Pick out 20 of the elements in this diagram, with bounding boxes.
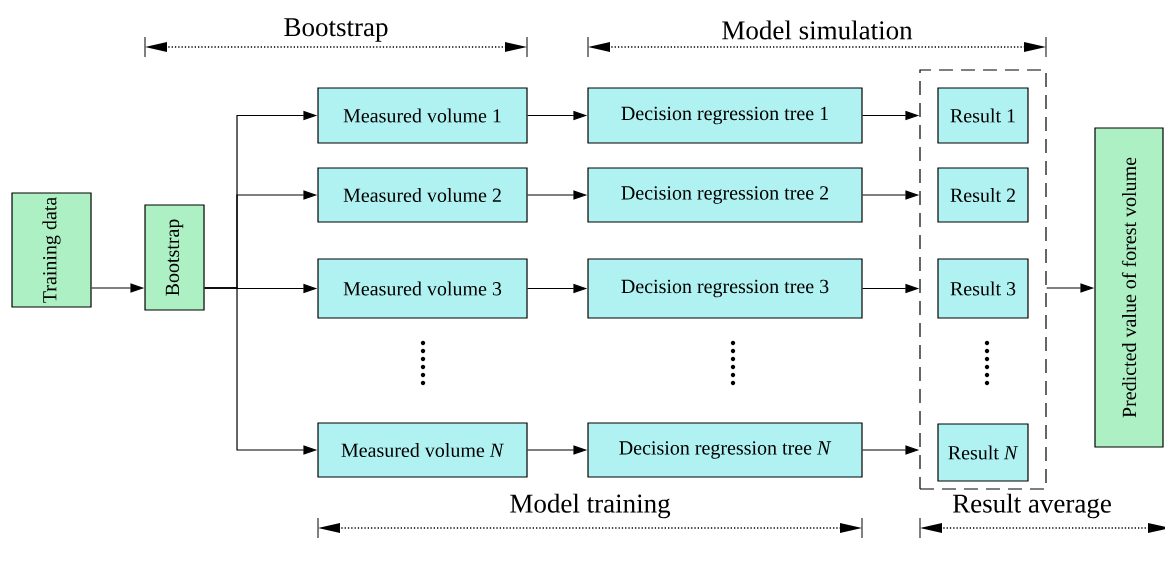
process-box: Decision regression tree N	[587, 422, 863, 478]
section-label: Model training	[510, 493, 671, 519]
process-box: Measured volume 1	[317, 87, 528, 144]
result-box: Result 2	[937, 167, 1029, 223]
process-box: Measured volume 2	[317, 167, 528, 223]
process-box: Decision regression tree 3	[587, 258, 863, 319]
group-box	[919, 69, 1047, 490]
section-label: Result average	[952, 493, 1111, 519]
process-box: Measured volume N	[317, 422, 528, 478]
output-box: Predicted value of forest volume	[1094, 127, 1164, 448]
result-box: Result 3	[937, 258, 1029, 319]
section-label: Bootstrap	[284, 18, 388, 42]
process-box: Bootstrap	[144, 204, 205, 311]
process-box: Measured volume 3	[317, 258, 528, 319]
result-box: Result 1	[937, 87, 1029, 144]
input-box: Training data	[11, 192, 92, 308]
section-label: Model simulation	[722, 20, 913, 40]
result-box: Result N	[937, 423, 1029, 482]
process-box: Decision regression tree 2	[587, 167, 863, 223]
process-box: Decision regression tree 1	[587, 87, 863, 144]
